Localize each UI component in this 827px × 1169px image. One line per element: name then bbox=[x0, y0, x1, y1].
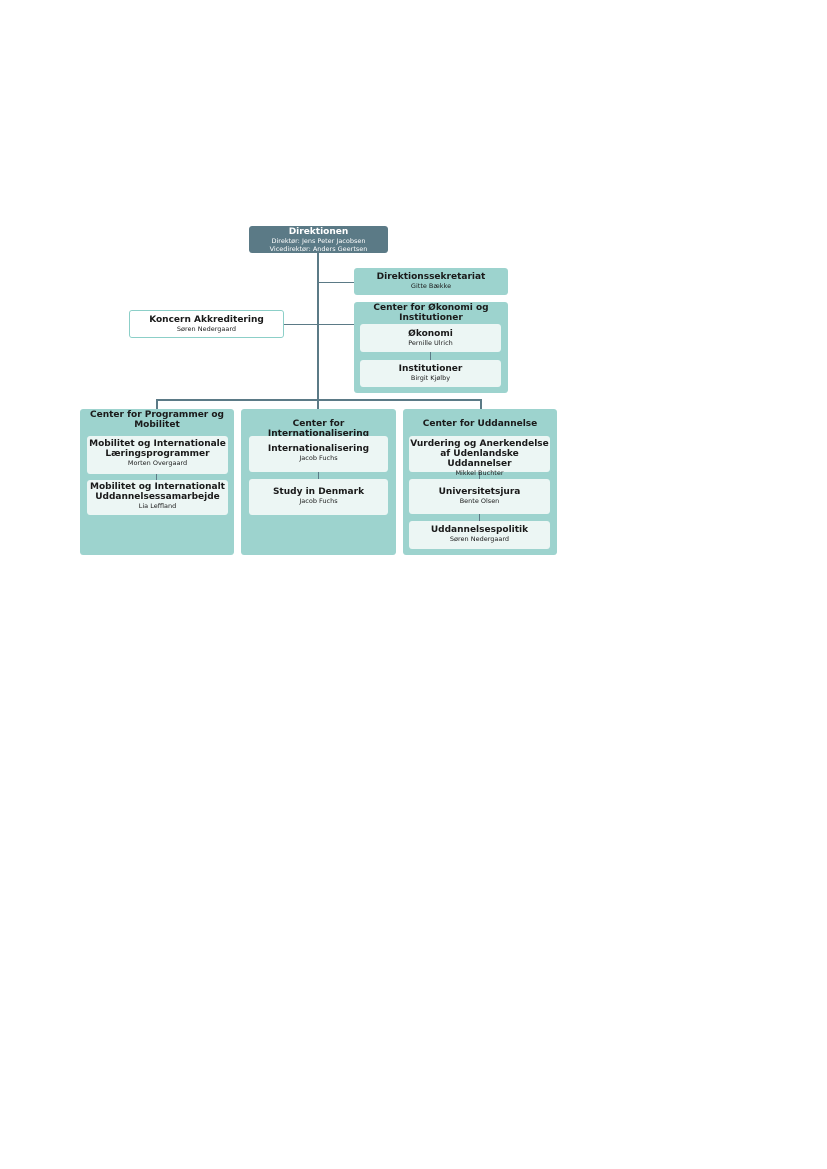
unit-vurdering-name: Mikkel Buchter bbox=[455, 469, 504, 477]
unit-uddannelsessamarbejde: Mobilitet og Internationalt Uddannelsess… bbox=[87, 480, 228, 515]
unit-vurdering: Vurdering og Anerkendelse af Udenlandske… bbox=[409, 436, 550, 477]
connector-accreditation-economy bbox=[283, 324, 354, 325]
programmer-connector bbox=[156, 474, 157, 480]
uddannelse-connector-1 bbox=[479, 472, 480, 479]
unit-universitetsjura-title: Universitetsjura bbox=[438, 487, 521, 497]
connector-horizontal bbox=[156, 399, 482, 401]
unit-laeringsprogrammer-title: Mobilitet og Internationale Læringsprogr… bbox=[89, 439, 226, 459]
connector-left-drop bbox=[156, 399, 158, 409]
direktionen-director: Direktør: Jens Peter Jacobsen bbox=[271, 237, 366, 245]
unit-okonomi-name: Pernille Ulrich bbox=[408, 339, 453, 347]
unit-institutioner-title: Institutioner bbox=[398, 364, 463, 374]
connector-right-drop bbox=[480, 399, 482, 409]
secretariat-title: Direktionssekretariat bbox=[376, 272, 486, 282]
accreditation-title: Koncern Akkreditering bbox=[149, 315, 264, 325]
unit-study-in-denmark: Study in Denmark Jacob Fuchs bbox=[249, 479, 388, 515]
unit-uddannelsespolitik-name: Søren Nedergaard bbox=[449, 535, 510, 543]
connector-middle-drop bbox=[317, 399, 319, 409]
unit-study-in-denmark-name: Jacob Fuchs bbox=[299, 497, 338, 505]
box-direktionen: Direktionen Direktør: Jens Peter Jacobse… bbox=[249, 226, 388, 253]
box-center-international: Center for Internationalisering Internat… bbox=[241, 409, 396, 555]
unit-universitetsjura-name: Bente Olsen bbox=[459, 497, 500, 505]
unit-uddannelsespolitik-title: Uddannelsespolitik bbox=[430, 525, 529, 535]
center-programmer-title: Center for Programmer og Mobilitet bbox=[90, 410, 224, 430]
economy-center-title: Center for Økonomi og Institutioner bbox=[373, 303, 489, 323]
box-center-programmer: Center for Programmer og Mobilitet Mobil… bbox=[80, 409, 234, 555]
connector-secretariat bbox=[318, 282, 354, 283]
box-accreditation: Koncern Akkreditering Søren Nedergaard bbox=[129, 310, 284, 338]
unit-okonomi: Økonomi Pernille Ulrich bbox=[360, 324, 501, 352]
connector-main-vertical bbox=[317, 252, 319, 400]
uddannelse-connector-2 bbox=[479, 514, 480, 521]
unit-universitetsjura: Universitetsjura Bente Olsen bbox=[409, 479, 550, 514]
unit-study-in-denmark-title: Study in Denmark bbox=[272, 487, 365, 497]
unit-uddannelsessamarbejde-title: Mobilitet og Internationalt Uddannelsess… bbox=[90, 482, 225, 502]
accreditation-name: Søren Nedergaard bbox=[176, 325, 237, 333]
economy-connector bbox=[430, 352, 431, 360]
international-connector bbox=[318, 472, 319, 479]
unit-okonomi-title: Økonomi bbox=[408, 329, 453, 339]
unit-institutioner-name: Birgit Kjølby bbox=[410, 374, 451, 382]
unit-vurdering-title: Vurdering og Anerkendelse af Udenlandske… bbox=[410, 439, 549, 469]
direktionen-vicedirector: Vicedirektør: Anders Geertsen bbox=[269, 245, 368, 253]
secretariat-name: Gitte Bække bbox=[410, 282, 452, 290]
center-international-title: Center for Internationalisering bbox=[267, 419, 370, 439]
center-uddannelse-title: Center for Uddannelse bbox=[422, 419, 538, 429]
box-secretariat: Direktionssekretariat Gitte Bække bbox=[354, 268, 508, 295]
unit-internationalisering-name: Jacob Fuchs bbox=[299, 454, 338, 462]
unit-internationalisering-title: Internationalisering bbox=[267, 444, 370, 454]
box-center-uddannelse: Center for Uddannelse Vurdering og Anerk… bbox=[403, 409, 557, 555]
unit-laeringsprogrammer: Mobilitet og Internationale Læringsprogr… bbox=[87, 436, 228, 474]
direktionen-title: Direktionen bbox=[288, 227, 349, 237]
box-economy-center: Center for Økonomi og Institutioner Økon… bbox=[354, 302, 508, 393]
unit-laeringsprogrammer-name: Morten Overgaard bbox=[127, 459, 188, 467]
unit-uddannelsespolitik: Uddannelsespolitik Søren Nedergaard bbox=[409, 521, 550, 549]
unit-uddannelsessamarbejde-name: Lia Leffland bbox=[138, 502, 177, 510]
unit-institutioner: Institutioner Birgit Kjølby bbox=[360, 360, 501, 387]
unit-internationalisering: Internationalisering Jacob Fuchs bbox=[249, 436, 388, 472]
